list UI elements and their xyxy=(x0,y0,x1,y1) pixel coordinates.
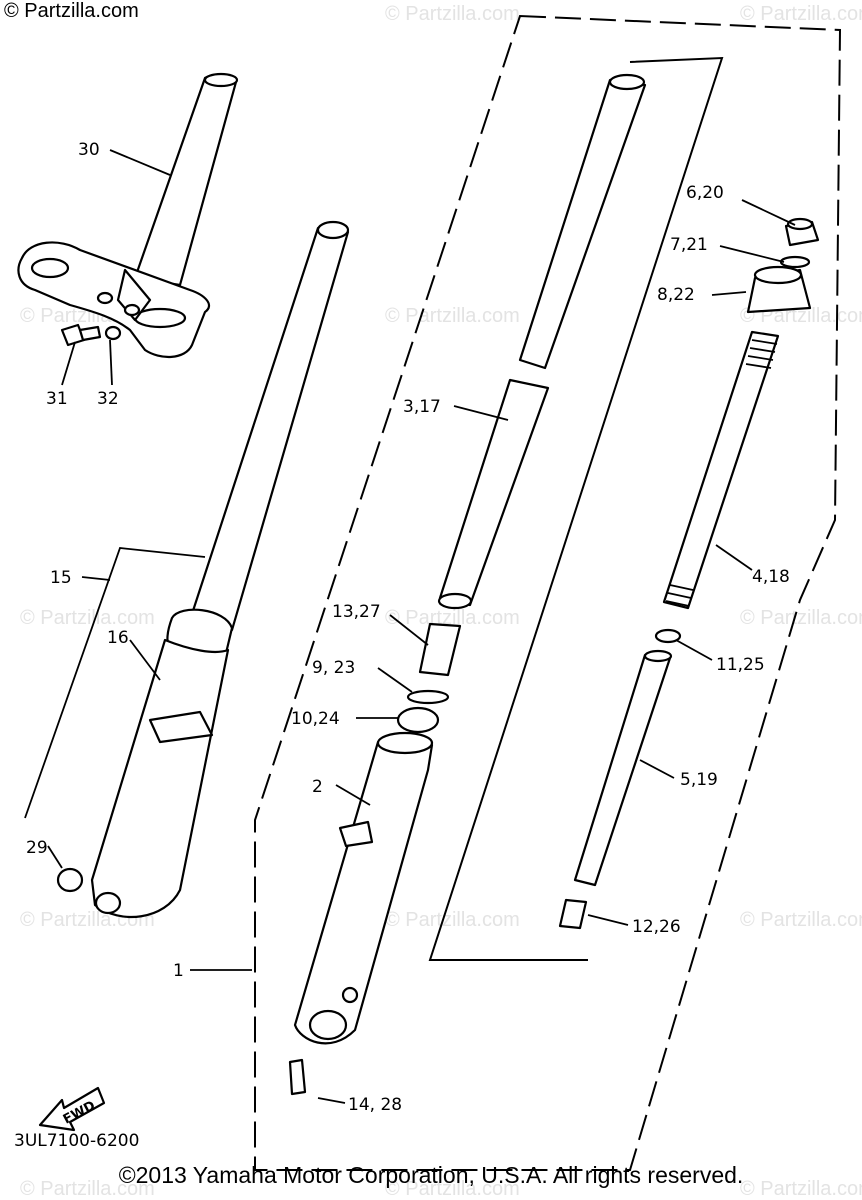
leader-lines xyxy=(47,149,796,1104)
label-14-28: 14, 28 xyxy=(348,1095,402,1115)
callout-labels: 30 31 32 15 16 29 1 2 3,17 13,27 9, 23 1… xyxy=(26,140,790,1115)
damper-rod-5-19 xyxy=(573,649,673,887)
watermark-text: © Partzilla.com xyxy=(740,3,862,25)
clip-9-23 xyxy=(406,689,450,705)
diagram-code: 3UL7100-6200 xyxy=(14,1131,140,1151)
inner-tube-3-17 xyxy=(437,73,647,610)
watermark-text: © Partzilla.com xyxy=(20,607,155,629)
outer-tube-2 xyxy=(293,731,434,1045)
cap-bolt-6-20 xyxy=(784,217,820,247)
o-ring-7-21 xyxy=(779,255,811,269)
watermark-text: © Partzilla.com xyxy=(740,1178,862,1200)
piston-13-27 xyxy=(418,622,462,677)
watermark-text: © Partzilla.com xyxy=(385,3,520,25)
label-8-22: 8,22 xyxy=(657,285,695,305)
watermark-text: © Partzilla.com xyxy=(740,607,862,629)
label-11-25: 11,25 xyxy=(716,655,765,675)
label-6-20: 6,20 xyxy=(686,183,724,203)
oil-seal-10-24 xyxy=(396,706,440,734)
label-30: 30 xyxy=(78,140,100,160)
watermark-text: © Partzilla.com xyxy=(385,909,520,931)
label-13-27: 13,27 xyxy=(332,602,381,622)
watermark-text: © Partzilla.com xyxy=(20,1178,155,1200)
washer-32 xyxy=(104,325,122,341)
fork-assembly-15 xyxy=(90,220,350,919)
label-29: 29 xyxy=(26,838,48,858)
bolt-14-28 xyxy=(288,1058,307,1096)
label-5-19: 5,19 xyxy=(680,770,718,790)
partzilla-copyright: © Partzilla.com xyxy=(4,0,139,22)
clip-11-25 xyxy=(654,628,682,644)
watermark-text: © Partzilla.com xyxy=(385,607,520,629)
label-4-18: 4,18 xyxy=(752,567,790,587)
watermark-text: © Partzilla.com xyxy=(385,1178,520,1200)
label-16: 16 xyxy=(107,628,129,648)
watermark-text: © Partzilla.com xyxy=(385,305,520,327)
spacer-8-22 xyxy=(746,265,812,314)
label-32: 32 xyxy=(97,389,119,409)
label-31: 31 xyxy=(46,389,68,409)
label-3-17: 3,17 xyxy=(403,397,441,417)
label-1: 1 xyxy=(173,961,184,981)
label-7-21: 7,21 xyxy=(670,235,708,255)
fwd-arrow-icon: FWD xyxy=(38,1086,106,1132)
label-15: 15 xyxy=(50,568,72,588)
assembly-dashed-frame xyxy=(254,14,842,1171)
spring-4-18 xyxy=(662,330,780,610)
label-9-23: 9, 23 xyxy=(312,658,355,678)
inner-parts-frame xyxy=(428,56,724,961)
watermarks: © Partzilla.com © Partzilla.com © Partzi… xyxy=(20,3,862,1200)
outer-tube-bracket xyxy=(24,547,206,819)
watermark-text: © Partzilla.com xyxy=(740,909,862,931)
label-12-26: 12,26 xyxy=(632,917,681,937)
yamaha-copyright: ©2013 Yamaha Motor Corporation, U.S.A. A… xyxy=(118,1162,744,1188)
under-bracket-part xyxy=(17,72,239,358)
label-10-24: 10,24 xyxy=(291,709,340,729)
label-2: 2 xyxy=(312,777,323,797)
rebound-spring-12-26 xyxy=(558,898,588,930)
bolt-31 xyxy=(60,323,102,347)
washer-29 xyxy=(56,867,84,893)
